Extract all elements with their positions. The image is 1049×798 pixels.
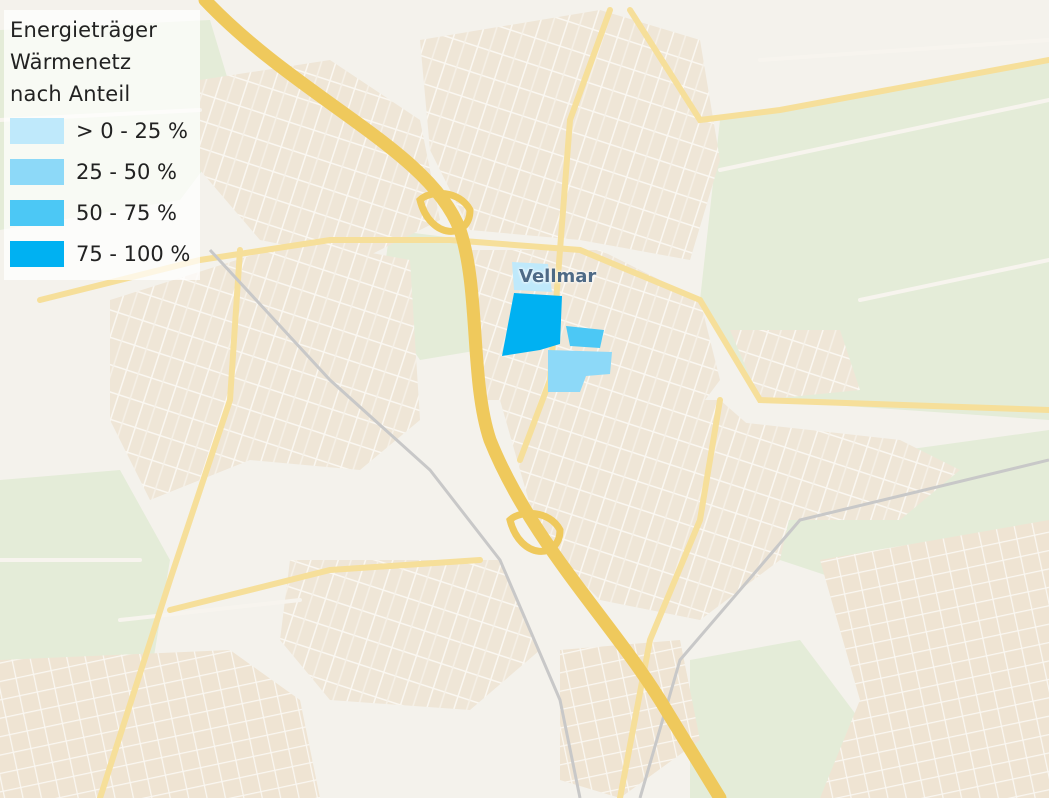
- legend-title-line: Wärmenetz: [10, 50, 132, 74]
- legend-item: 50 - 75 %: [10, 192, 196, 233]
- place-label-vellmar: Vellmar: [519, 266, 597, 287]
- motorway: [198, 0, 727, 798]
- legend-item: > 0 - 25 %: [10, 110, 196, 151]
- legend-label: > 0 - 25 %: [76, 118, 188, 143]
- legend-title-line: Energieträger: [10, 18, 158, 42]
- heat-area-50-75-small: [566, 326, 604, 348]
- legend: Energieträger Wärmenetz nach Anteil > 0 …: [4, 10, 200, 280]
- heat-area-75-100: [502, 293, 562, 356]
- motorway-interchange: [416, 189, 474, 235]
- heat-area-0-25: [512, 262, 552, 292]
- legend-item: 75 - 100 %: [10, 233, 196, 274]
- heat-area-25-50: [548, 350, 612, 392]
- legend-swatch: [10, 199, 64, 226]
- legend-label: 25 - 50 %: [76, 159, 178, 184]
- legend-title-line: nach Anteil: [10, 82, 131, 106]
- legend-label: 75 - 100 %: [76, 241, 191, 266]
- heat-network-areas: [502, 262, 612, 392]
- railway: [208, 248, 1049, 798]
- legend-label: 50 - 75 %: [76, 200, 178, 225]
- legend-item: 25 - 50 %: [10, 151, 196, 192]
- legend-swatch: [10, 117, 64, 144]
- legend-swatch: [10, 158, 64, 185]
- motorway-interchange-south: [506, 509, 564, 555]
- legend-swatch: [10, 240, 64, 267]
